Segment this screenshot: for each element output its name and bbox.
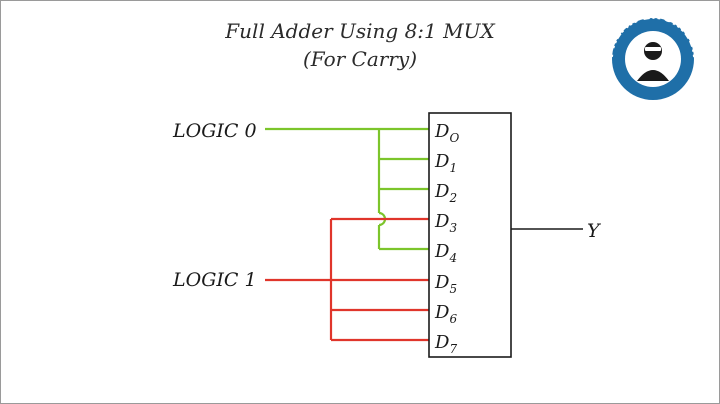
logic0-label: LOGIC 0 bbox=[172, 120, 257, 142]
logic1-wiring bbox=[265, 217, 429, 342]
title-line-1: Full Adder Using 8:1 MUX bbox=[225, 19, 495, 43]
logic0-wiring bbox=[265, 127, 429, 251]
input-d0-label: DO bbox=[434, 121, 459, 145]
logic1-label: LOGIC 1 bbox=[172, 269, 257, 291]
mux-block bbox=[428, 112, 512, 358]
freak-engineer-logo: FREAK ENGINEER bbox=[602, 8, 704, 100]
input-d4-label: D4 bbox=[434, 241, 457, 265]
input-d7-label: D7 bbox=[434, 332, 457, 356]
title-line-2: (For Carry) bbox=[303, 47, 417, 71]
input-d2-label: D2 bbox=[434, 181, 457, 205]
output-y-label: Y bbox=[587, 220, 602, 242]
input-d1-label: D1 bbox=[434, 151, 457, 175]
input-d3-label: D3 bbox=[434, 211, 457, 235]
input-d5-label: D5 bbox=[434, 272, 457, 296]
input-d6-label: D6 bbox=[434, 302, 457, 326]
engineer-figure-icon bbox=[637, 42, 669, 81]
